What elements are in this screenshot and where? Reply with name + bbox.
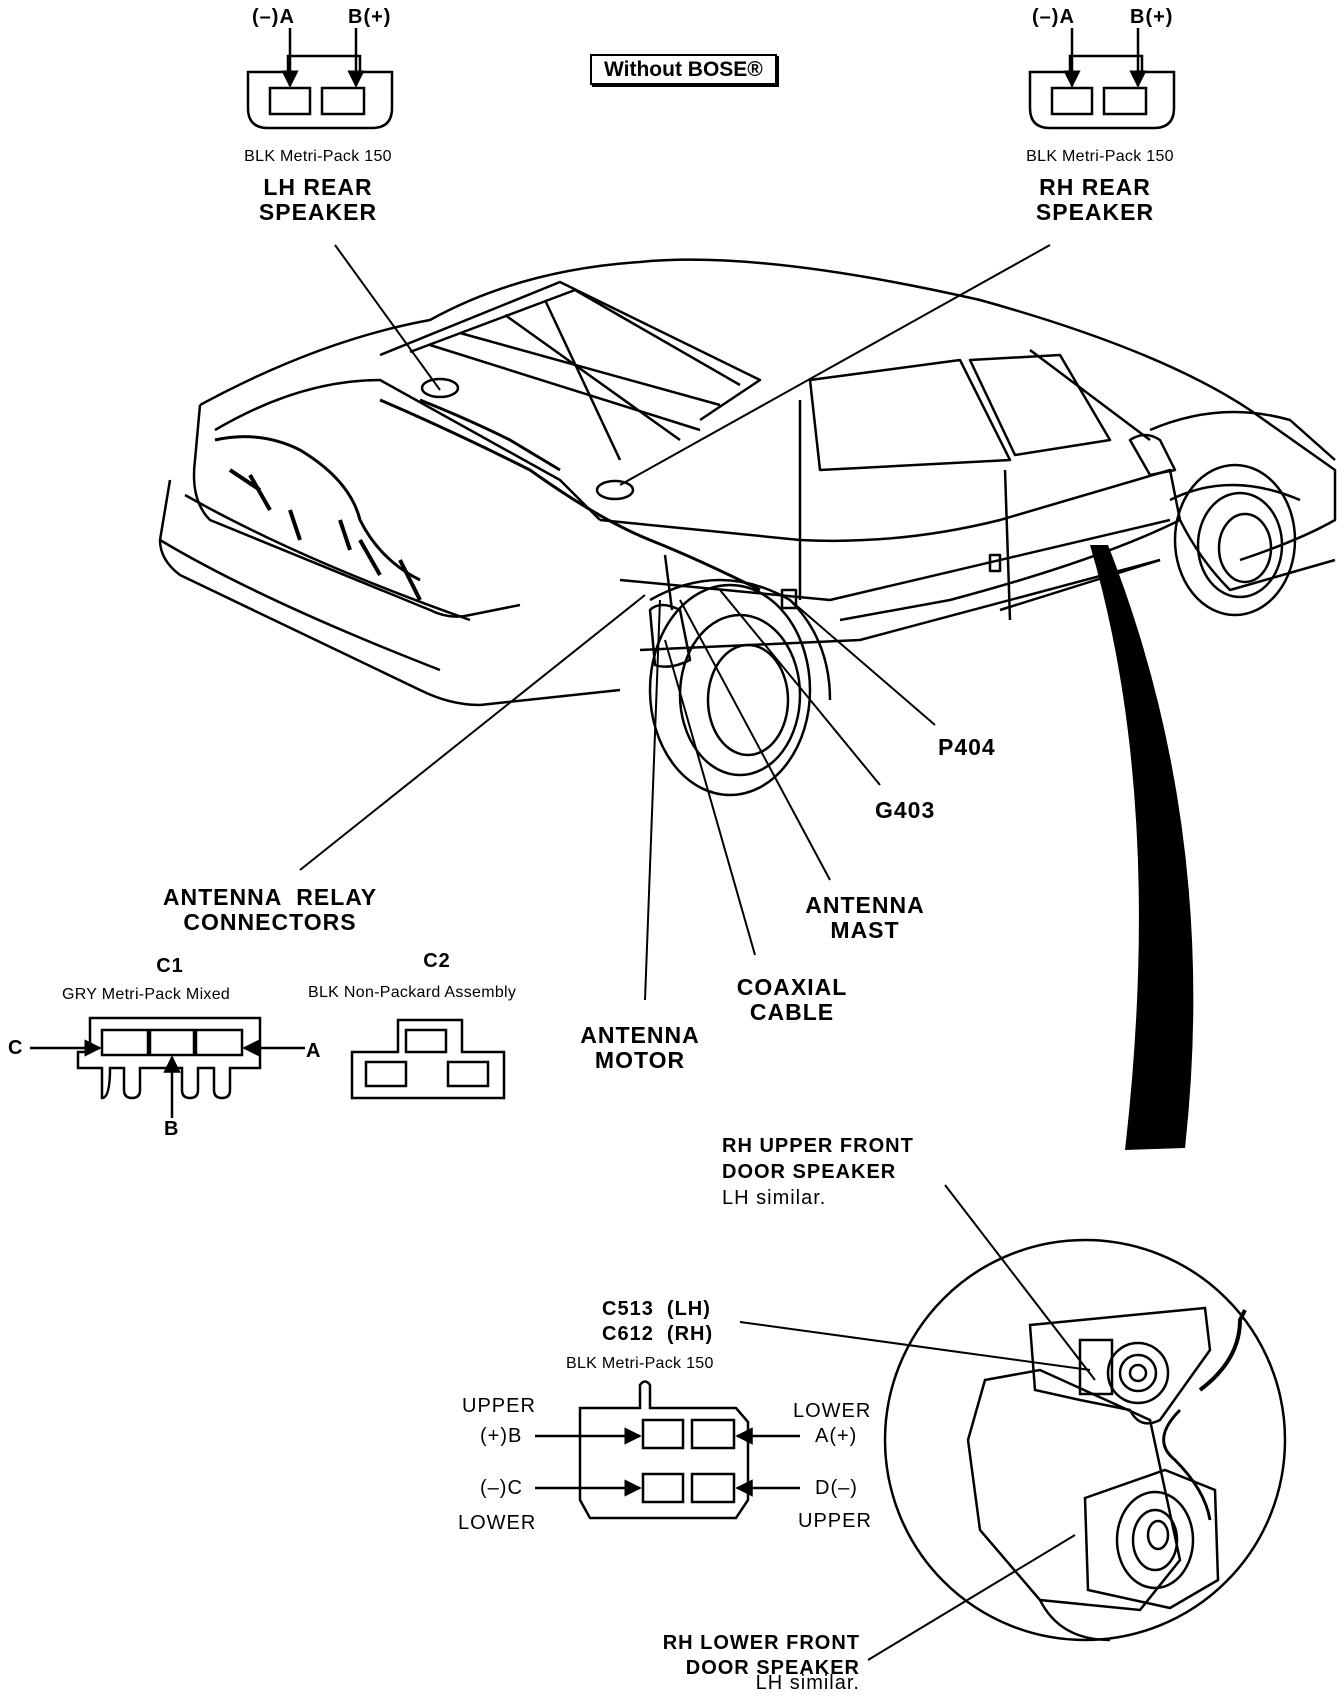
antenna-mast-label-1: ANTENNA bbox=[805, 892, 925, 918]
c1-pin-a-label: A bbox=[306, 1040, 322, 1062]
rh-rear-speaker-title-1: RH REAR bbox=[1039, 174, 1151, 200]
c1-pin-b-label: B bbox=[164, 1118, 180, 1140]
front-upper-label-1: RH UPPER FRONT bbox=[722, 1135, 914, 1157]
antenna-motor-label-2: MOTOR bbox=[594, 1047, 686, 1073]
p404-label: P404 bbox=[938, 734, 996, 760]
front-lower-label-3: LH similar. bbox=[755, 1672, 860, 1694]
rh-rear-connector-desc: BLK Metri-Pack 150 bbox=[1026, 148, 1174, 165]
front-lower-label-1: RH LOWER FRONT bbox=[662, 1632, 860, 1654]
door-pin-d-label: D(–) bbox=[815, 1477, 858, 1499]
door-upper-left-label: UPPER bbox=[462, 1395, 536, 1417]
g403-label: G403 bbox=[875, 797, 936, 823]
lh-rear-connector-desc: BLK Metri-Pack 150 bbox=[244, 148, 392, 165]
rh-rear-pin-a-label: (–)A bbox=[1032, 6, 1075, 28]
detail-pointer-sweep bbox=[1090, 545, 1194, 1150]
lh-rear-pin-a-label: (–)A bbox=[252, 6, 295, 28]
door-connector-id-lh: C513 (LH) bbox=[602, 1298, 711, 1320]
c1-pin-c-label: C bbox=[8, 1037, 24, 1059]
door-pin-b-label: (+)B bbox=[480, 1425, 523, 1447]
door-pin-a-label: A(+) bbox=[815, 1425, 858, 1447]
front-upper-label-2: DOOR SPEAKER bbox=[722, 1161, 897, 1183]
door-speaker-inset bbox=[883, 1238, 1287, 1642]
antenna-relay-label-2: CONNECTORS bbox=[183, 909, 357, 935]
c2-connector bbox=[350, 1018, 506, 1100]
lh-rear-speaker-title-2: SPEAKER bbox=[258, 199, 378, 225]
rh-rear-speaker-title-2: SPEAKER bbox=[1035, 199, 1155, 225]
door-speaker-connector bbox=[535, 1380, 800, 1520]
coaxial-cable-label-2: CABLE bbox=[749, 999, 835, 1025]
c2-name: C2 bbox=[423, 950, 451, 972]
rh-rear-speaker-connector bbox=[1028, 28, 1176, 130]
door-pin-c-label: (–)C bbox=[480, 1477, 523, 1499]
lh-rear-speaker-title-1: LH REAR bbox=[263, 174, 373, 200]
door-lower-left-label: LOWER bbox=[458, 1512, 537, 1534]
door-connector-desc: BLK Metri-Pack 150 bbox=[566, 1355, 714, 1372]
door-lower-right-label: LOWER bbox=[793, 1400, 872, 1422]
c2-desc: BLK Non-Packard Assembly bbox=[308, 984, 517, 1001]
c1-desc: GRY Metri-Pack Mixed bbox=[62, 986, 231, 1003]
door-upper-right-label: UPPER bbox=[798, 1510, 872, 1532]
antenna-mast-label-2: MAST bbox=[830, 917, 900, 943]
antenna-relay-label-1: ANTENNA RELAY bbox=[162, 884, 378, 910]
c1-name: C1 bbox=[156, 955, 184, 977]
vehicle-illustration bbox=[158, 258, 1337, 797]
door-connector-id-rh: C612 (RH) bbox=[602, 1323, 714, 1345]
variant-title: Without BOSE® bbox=[590, 54, 777, 85]
rh-rear-pin-b-label: B(+) bbox=[1130, 6, 1174, 28]
coaxial-cable-label-1: COAXIAL bbox=[736, 974, 848, 1000]
front-lower-label-2: DOOR SPEAKER bbox=[685, 1657, 860, 1679]
lh-rear-speaker-connector bbox=[246, 28, 394, 130]
antenna-motor-label-1: ANTENNA bbox=[580, 1022, 700, 1048]
front-upper-label-3: LH similar. bbox=[722, 1187, 827, 1209]
c1-connector bbox=[30, 1016, 305, 1118]
lh-rear-pin-b-label: B(+) bbox=[348, 6, 392, 28]
